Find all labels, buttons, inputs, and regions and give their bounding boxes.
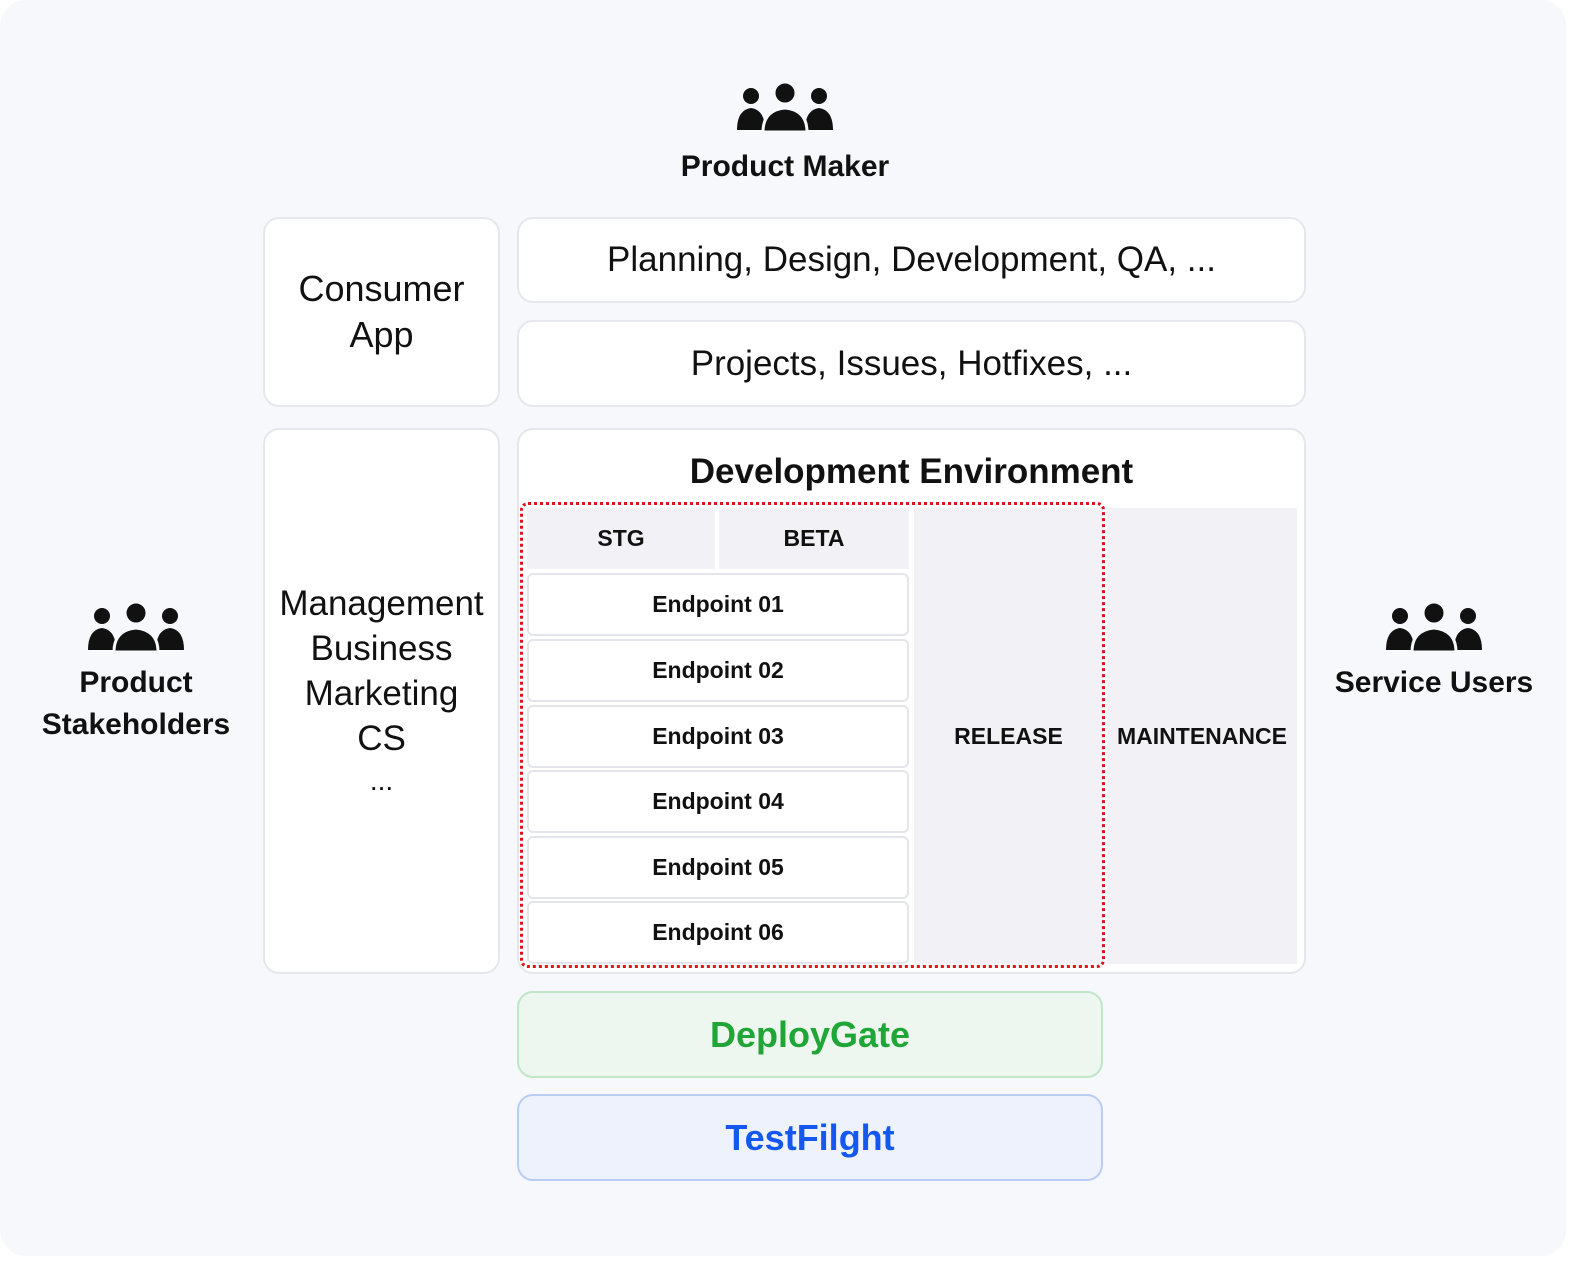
stage-release: RELEASE [914,508,1103,964]
projects-text: Projects, Issues, Hotfixes, ... [690,343,1133,383]
consumer-app-line2: App [349,314,414,355]
deploygate-label: DeployGate [709,1013,911,1055]
consumer-app-line1: Consumer [298,268,465,309]
department-cs: CS [357,719,406,758]
endpoint-05: Endpoint 05 [527,836,909,899]
testflight-box: TestFilght [517,1094,1103,1181]
product-stakeholders-label-line1: Product [79,666,193,699]
endpoint-02: Endpoint 02 [527,639,909,702]
product-stakeholders-actor: Product Stakeholders [20,600,252,746]
product-stakeholders-label-line2: Stakeholders [41,708,231,741]
endpoint-03: Endpoint 03 [527,705,909,768]
consumer-app-box: Consumer App [263,217,500,407]
department-business: Business [310,629,453,668]
people-group-icon [88,600,184,654]
endpoint-06: Endpoint 06 [527,901,909,964]
testflight-label: TestFilght [725,1116,895,1158]
projects-box: Projects, Issues, Hotfixes, ... [517,320,1306,407]
product-maker-actor: Product Maker [640,80,930,188]
stage-stg: STG [527,508,715,569]
department-marketing: Marketing [304,674,459,713]
stage-beta: BETA [719,508,909,569]
planning-box: Planning, Design, Development, QA, ... [517,217,1306,303]
people-group-icon [1386,600,1482,654]
product-maker-label: Product Maker [680,150,890,183]
dev-environment-title: Development Environment [689,452,1134,491]
service-users-actor: Service Users [1316,600,1552,704]
people-group-icon [737,80,833,134]
planning-text: Planning, Design, Development, QA, ... [607,240,1216,279]
service-users-label: Service Users [1334,666,1534,699]
deploygate-box: DeployGate [517,991,1103,1078]
endpoint-04: Endpoint 04 [527,770,909,833]
endpoint-01: Endpoint 01 [527,573,909,636]
stage-maintenance: MAINTENANCE [1107,508,1297,964]
department-more: ... [369,765,394,796]
departments-box: Management Business Marketing CS ... [263,428,500,974]
department-management: Management [279,584,484,623]
